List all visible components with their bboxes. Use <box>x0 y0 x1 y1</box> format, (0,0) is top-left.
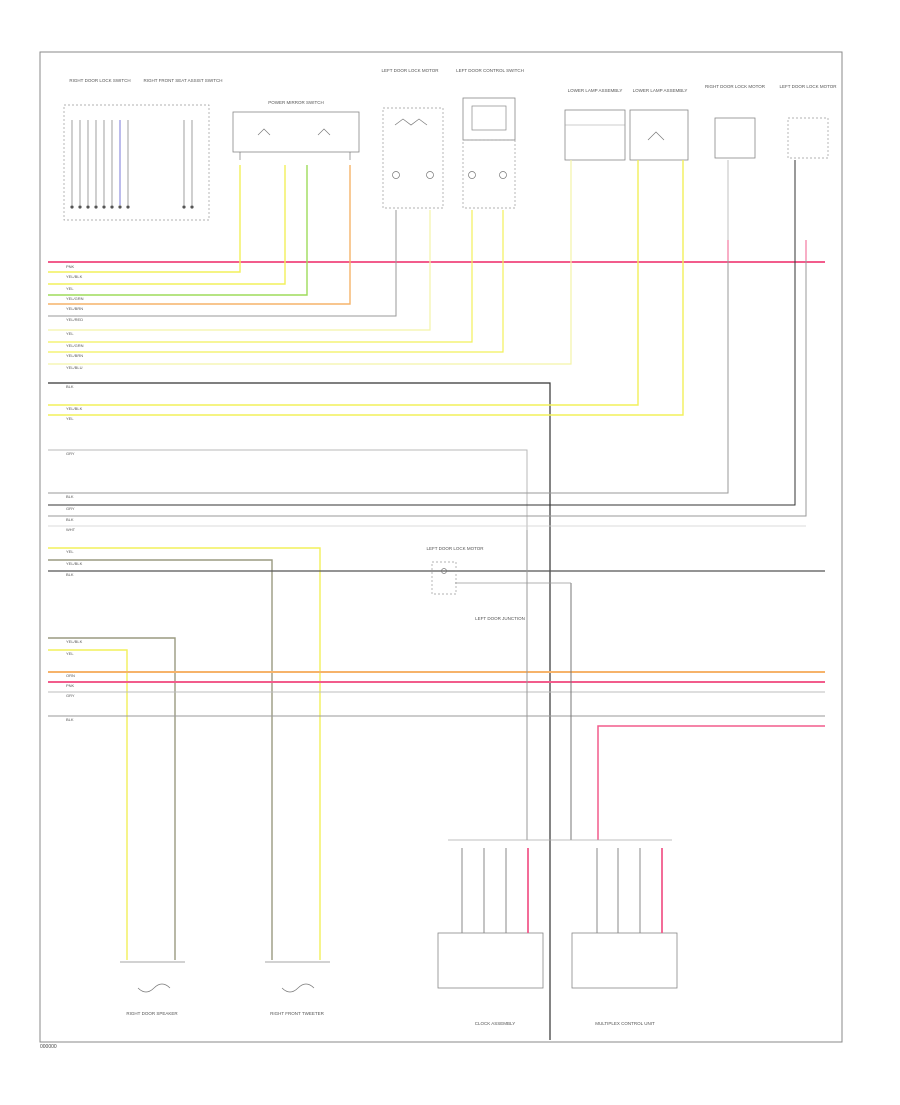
lbl-wire-27: BLK <box>66 717 74 722</box>
cap-left-door-motor: LEFT DOOR LOCK MOTOR <box>779 84 837 89</box>
cap-right-front-assist: RIGHT FRONT SEAT ASSIST SWITCH <box>143 78 222 83</box>
cap-bottom-left-b: RIGHT FRONT TWEETER <box>270 1011 325 1016</box>
lbl-wire-26: GRY <box>66 693 75 698</box>
wire-yel-e <box>48 649 128 960</box>
wire-gry-b <box>48 160 796 506</box>
lower-lamp-a-box <box>564 109 626 161</box>
lower-lamp-b-box <box>629 109 689 161</box>
lbl-wire-8: YEL/GRN <box>66 343 84 348</box>
mid-splice-box <box>431 561 457 595</box>
wire-yel-blk-d <box>48 637 176 960</box>
lbl-wire-6: YEL/RED <box>66 317 83 322</box>
wire-yel-grn-a <box>48 165 308 296</box>
lbl-wire-25: PNK <box>66 683 75 688</box>
wire-yel-blk-c <box>48 559 273 960</box>
lbl-wire-23: YEL <box>66 651 74 656</box>
left-door-motor-box <box>787 117 829 159</box>
wire-gry-a <box>48 449 528 840</box>
lbl-wire-13: YEL <box>66 416 74 421</box>
lbl-wire-4: YEL/GRN <box>66 296 84 301</box>
cap-lower-lamp-b: LOWER LAMP ASSEMBLY <box>633 88 688 93</box>
wire-yel-blk-b <box>48 160 639 406</box>
cap-left-door-control: LEFT DOOR CONTROL SWITCH <box>456 68 524 73</box>
lbl-wire-14: GRY <box>66 451 75 456</box>
bottom-left-a-symbol <box>120 961 185 993</box>
wire-blk-a <box>48 382 551 1040</box>
lbl-wire-15: BLK <box>66 494 74 499</box>
power-mirror-switch-box <box>232 111 360 160</box>
wire-yel-a <box>48 165 286 285</box>
wire-yel-d <box>48 547 321 960</box>
lbl-wire-5: YEL/BRN <box>66 306 83 311</box>
lbl-wire-1: PNK <box>66 264 75 269</box>
right-door-motor-box <box>714 117 756 240</box>
cap-mid-splice: LEFT DOOR JUNCTION <box>475 616 525 621</box>
cap-bottom-left-a: RIGHT DOOR SPEAKER <box>126 1011 178 1016</box>
lbl-wire-9: YEL/BRN <box>66 353 83 358</box>
wire-yel-red-a <box>48 210 397 317</box>
wire-yel-blu <box>48 160 572 365</box>
left-door-control-box <box>462 97 516 209</box>
cap-left-door-lower: LEFT DOOR LOCK MOTOR <box>426 546 484 551</box>
lbl-wire-16: GRY <box>66 506 75 511</box>
bottom-left-b-symbol <box>265 961 330 993</box>
left-door-lock-box <box>382 107 444 209</box>
lbl-wire-7: YEL <box>66 331 74 336</box>
lbl-wire-2: YEL/BLK <box>66 274 83 279</box>
wire-yel-c <box>48 160 684 416</box>
wire-blk-b <box>48 260 729 494</box>
lbl-wire-24: ORN <box>66 673 75 678</box>
ecu-b-box <box>571 848 678 989</box>
lbl-wire-18: WHT <box>66 527 76 532</box>
ecu-a-box <box>437 848 544 989</box>
lbl-wire-12: YEL/BLK <box>66 406 83 411</box>
cap-left-door-lock: LEFT DOOR LOCK MOTOR <box>381 68 439 73</box>
wire-yel-blk-a <box>48 165 241 273</box>
lbl-wire-11: BLK <box>66 384 74 389</box>
lbl-wire-20: YEL/BLK <box>66 561 83 566</box>
lbl-wire-10: YEL/BLU <box>66 365 83 370</box>
lbl-wire-19: YEL <box>66 549 74 554</box>
cap-ecu-a: CLOCK ASSEMBLY <box>475 1021 515 1026</box>
cap-right-door-switch: RIGHT DOOR LOCK SWITCH <box>69 78 130 83</box>
wire-yel-b <box>48 210 431 331</box>
top-left-connector <box>63 104 210 221</box>
wire-yel-brn-a <box>48 165 351 305</box>
lbl-wire-3: YEL <box>66 286 74 291</box>
cap-power-mirror-switch: POWER MIRROR SWITCH <box>268 100 324 105</box>
lbl-wire-21: BLK <box>66 572 74 577</box>
wire-blk-c <box>48 260 807 517</box>
cap-ecu-b: MULTIPLEX CONTROL UNIT <box>595 1021 655 1026</box>
lbl-wire-22: YEL/BLK <box>66 639 83 644</box>
cap-right-door-motor: RIGHT DOOR LOCK MOTOR <box>705 84 766 89</box>
wire-pnk-c <box>597 725 825 840</box>
diagram-code: 000000 <box>40 1044 57 1050</box>
lbl-wire-17: BLK <box>66 517 74 522</box>
wire-yel-brn-b <box>48 210 504 353</box>
diagram-frame <box>39 51 843 1043</box>
cap-lower-lamp-a: LOWER LAMP ASSEMBLY <box>568 88 623 93</box>
wire-yel-grn-b <box>48 210 473 343</box>
